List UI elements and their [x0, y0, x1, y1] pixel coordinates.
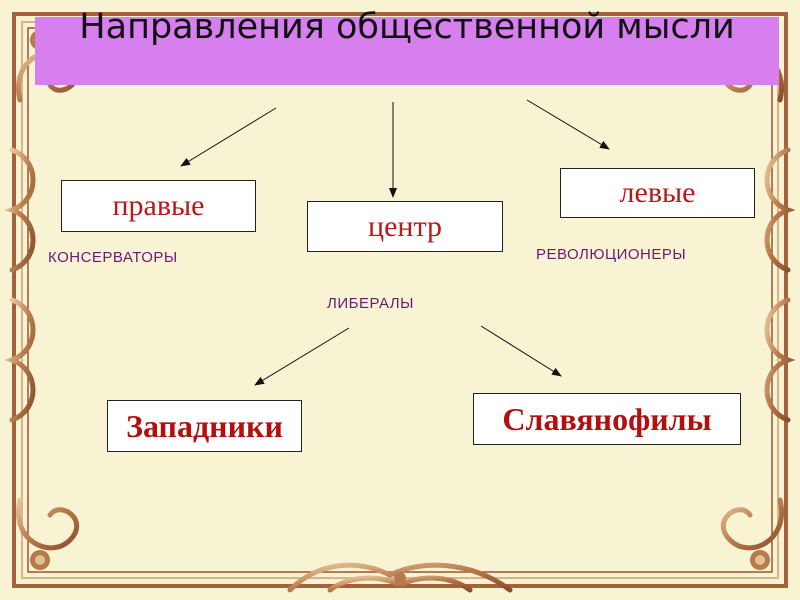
arrow-to-westerners: [254, 327, 350, 386]
arrow-to-slavophiles: [480, 325, 562, 377]
box-westerners-label: Западники: [126, 407, 283, 444]
box-center-label: центр: [368, 209, 442, 243]
box-right: правые: [61, 180, 256, 232]
box-westerners: Западники: [107, 400, 302, 452]
box-right-label: правые: [112, 189, 205, 222]
box-left-label: левые: [619, 176, 696, 209]
box-slavophiles-label: Славянофилы: [502, 400, 712, 437]
box-center: центр: [307, 201, 503, 252]
label-liberals: ЛИБЕРАЛЫ: [327, 295, 414, 312]
arrow-to-left: [526, 99, 610, 150]
slide-title: Направления общественной мысли: [79, 7, 735, 47]
box-left: левые: [560, 168, 755, 218]
label-revolutionaries: РЕВОЛЮЦИОНЕРЫ: [536, 246, 687, 263]
label-conservatives: КОНСЕРВАТОРЫ: [48, 249, 178, 266]
box-slavophiles: Славянофилы: [473, 393, 741, 445]
arrow-to-right: [180, 107, 277, 167]
title-banner: [35, 17, 779, 85]
